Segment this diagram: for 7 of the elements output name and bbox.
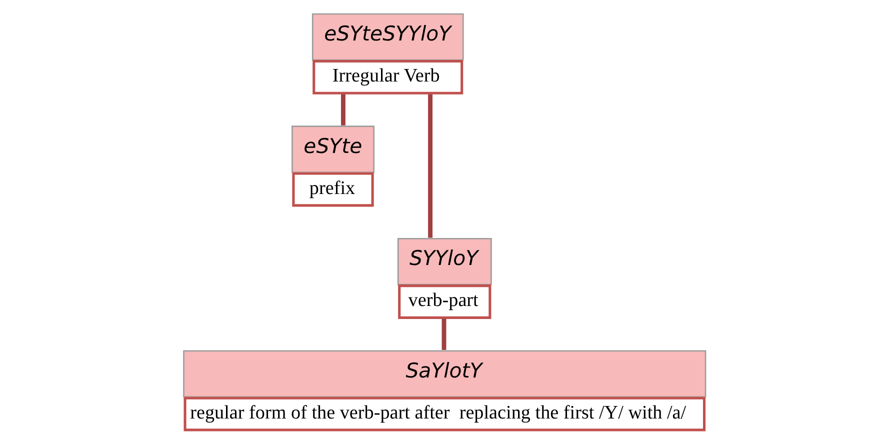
node-label: Irregular Verb: [332, 66, 440, 87]
node-label: prefix: [309, 178, 356, 199]
connector: [340, 94, 346, 126]
node-label: verb-part: [408, 290, 478, 312]
connector: [442, 318, 446, 350]
node-label: regular form of the verb-part after replacing the first /Y/ with /a/: [190, 402, 686, 424]
connector: [428, 94, 433, 238]
